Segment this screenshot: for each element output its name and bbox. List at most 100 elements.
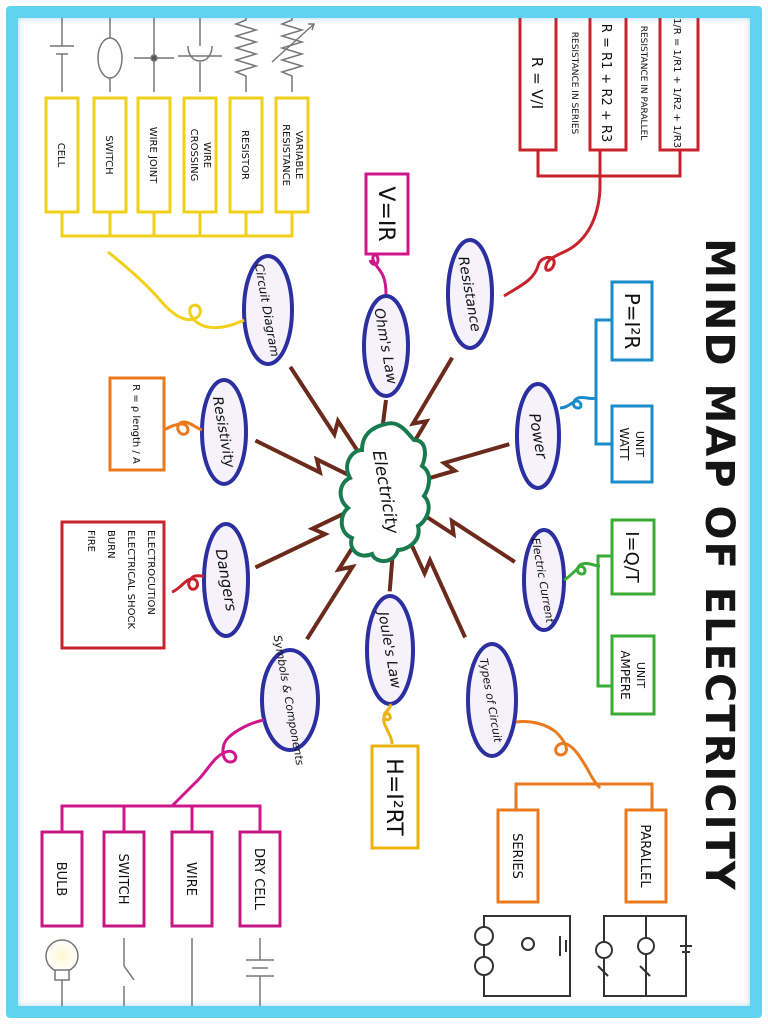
- resistance-formula-1: R = V/I: [528, 57, 546, 109]
- center-cloud-shape: [338, 421, 431, 563]
- current-unit-box: [610, 634, 656, 716]
- series-circuit-drawing: [474, 915, 571, 997]
- title-group: MIND MAP OF ELECTRICITY: [696, 238, 742, 892]
- resistance-formula-2: R = R1 + R2 + R3: [598, 24, 613, 142]
- spoke-resistivity: [254, 438, 373, 489]
- circuit-symbol-box-resistor: [228, 96, 264, 214]
- page-title: MIND MAP OF ELECTRICITY: [696, 238, 742, 892]
- circuit-symbol-box-wire-crossing: [182, 96, 218, 214]
- circuit-symbol-label-resistor: RESISTOR: [239, 130, 250, 180]
- curl-current: [563, 561, 601, 582]
- series-label: SERIES: [509, 833, 524, 879]
- danger-item-4: FIRE: [85, 530, 96, 552]
- switch-icon: [123, 938, 135, 1008]
- joules-formula: H=I²RT: [381, 758, 406, 836]
- current-unit-label: UNIT: [634, 662, 647, 689]
- node-circuit-diagram-oval: [242, 254, 294, 366]
- curl-dangers: [171, 574, 205, 594]
- resistance-series-caption: RESISTANCE IN SERIES: [569, 32, 579, 135]
- symbol-box-bulb: [40, 830, 84, 928]
- circuit-symbol-box-wire-joint: [136, 96, 172, 214]
- cell-icon: [50, 18, 74, 92]
- circuit-symbol-label-wire-crossing-line-2: CROSSING: [188, 129, 199, 182]
- circuit-symbol-box-variable-resistance: [274, 96, 310, 214]
- parallel-box: [624, 808, 668, 904]
- circuit-types: SERIES PARALLEL: [474, 782, 692, 997]
- dry-cell-icon: [246, 938, 274, 1008]
- curl-symbols: [170, 718, 265, 808]
- dangers-box: ELECTROCUTION ELECTRICAL SHOCK BURN FIRE: [60, 520, 166, 650]
- switch-open-icon: [97, 18, 123, 92]
- current-unit-value: AMPERE: [618, 650, 632, 699]
- parallel-label: PARALLEL: [637, 824, 652, 888]
- ohms-formula-box: V=IR: [364, 172, 410, 256]
- circuit-symbol-label-variable-resistance-line-2: RESISTANCE: [280, 124, 291, 186]
- wire-crossing-icon: [178, 18, 222, 92]
- power-unit-box: [610, 404, 654, 484]
- circuit-symbol-label-wire-joint: WIRE JOINT: [147, 127, 158, 185]
- center-node: Electricity: [338, 421, 431, 563]
- circuit-symbol-box-switch: [92, 96, 128, 214]
- ohms-formula: V=IR: [373, 186, 398, 241]
- symbol-label-switch: SWITCH: [115, 854, 130, 905]
- current-formula: I=Q/T: [621, 531, 642, 584]
- node-resistivity-oval: [200, 378, 248, 486]
- node-types-of-circuit: Types of Circuit: [466, 642, 518, 758]
- resistance-formulas: R = V/I R = R1 + R2 + R3 RESISTANCE IN S…: [518, 14, 700, 190]
- series-box: [496, 808, 540, 904]
- current-boxes: I=Q/T UNIT AMPERE: [596, 518, 656, 716]
- symbol-label-bulb: BULB: [53, 862, 68, 897]
- circuit-symbol-box-cell: [44, 96, 80, 214]
- node-electric-current: Electric Current: [522, 528, 566, 632]
- symbol-box-dry-cell: [238, 830, 282, 928]
- curl-power: [559, 395, 597, 410]
- power-formula-box: [610, 280, 654, 362]
- symbol-box-switch: [102, 830, 146, 928]
- resistor-icon: [233, 14, 259, 92]
- node-power: Power: [515, 382, 561, 490]
- resistance-formula-3: 1/R = 1/R1 + 1/R2 + 1/R3: [671, 18, 682, 148]
- node-symbols: Symbols & Components: [260, 634, 320, 767]
- node-types-of-circuit-oval: [466, 642, 518, 758]
- curl-circuit-diagram: [107, 250, 245, 330]
- node-resistivity: Resistivity: [200, 378, 248, 486]
- node-power-oval: [515, 382, 561, 490]
- bulb-icon: [45, 939, 79, 1006]
- resistance-formula-box-3: [658, 14, 700, 152]
- curl-resistance: [503, 189, 602, 298]
- circuit-symbol-label-variable-resistance-line-1: VARIABLE: [293, 131, 304, 180]
- circuit-symbol-label-wire-crossing-line-1: WIRE: [201, 142, 212, 168]
- curl-joules: [382, 703, 394, 745]
- symbol-label-wire: WIRE: [183, 862, 198, 896]
- power-formula: P=I²R: [620, 293, 644, 350]
- node-resistance-oval: [446, 238, 494, 350]
- circuit-symbol-label-cell: CELL: [55, 143, 66, 168]
- resistance-parallel-caption: RESISTANCE IN PARALLEL: [638, 26, 648, 141]
- danger-item-2: ELECTRICAL SHOCK: [125, 530, 136, 629]
- current-formula-box: [610, 518, 656, 596]
- danger-item-1: ELECTROCUTION: [145, 530, 156, 615]
- resistivity-formula: R = ρ length / A: [130, 384, 141, 464]
- power-unit-label: UNIT: [633, 431, 646, 458]
- wire-joint-icon: [134, 18, 174, 92]
- resistivity-box: R = ρ length / A: [108, 376, 166, 472]
- symbol-label-dry-cell: DRY CELL: [251, 848, 266, 911]
- symbols-group: BULB SWITCH WIRE DRY CELL: [40, 804, 282, 1008]
- variable-resistor-icon: [271, 14, 316, 92]
- power-boxes: P=I²R UNIT WATT: [594, 280, 654, 484]
- parallel-circuit-drawing: [595, 915, 692, 997]
- node-symbols-oval: [260, 648, 320, 752]
- circuit-symbol-label-switch: SWITCH: [103, 135, 114, 174]
- power-unit-value: WATT: [617, 428, 631, 462]
- node-joules-law: Joule's Law: [365, 594, 415, 706]
- curl-types: [515, 720, 602, 790]
- joules-formula-box: H=I²RT: [370, 744, 420, 850]
- node-circuit-diagram: Circuit Diagram: [242, 254, 294, 366]
- node-ohms-law-oval: [362, 294, 410, 398]
- node-dangers: Dangers: [202, 522, 250, 638]
- node-dangers-oval: [202, 522, 250, 638]
- symbol-box-wire: [170, 830, 214, 928]
- curl-resistivity: [163, 420, 203, 436]
